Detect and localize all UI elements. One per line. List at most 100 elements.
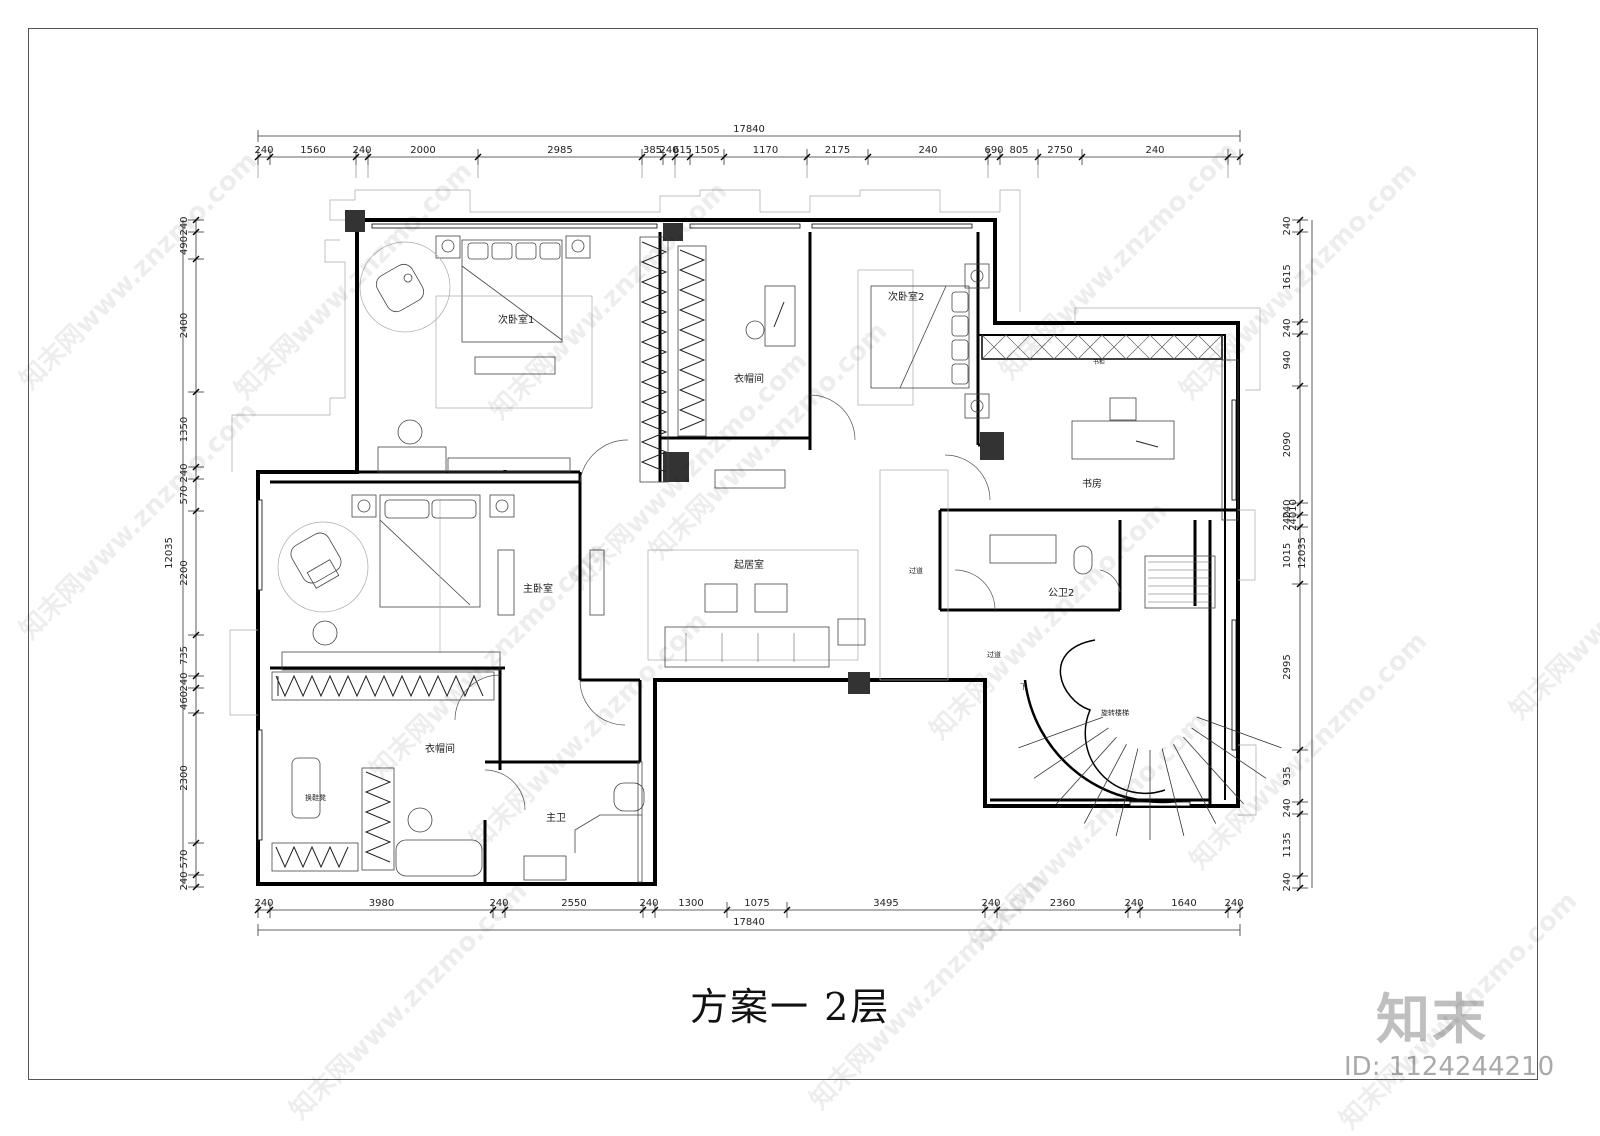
bottom-dim-slash	[501, 906, 509, 914]
room-label-study-shelf: 书柜	[1093, 358, 1105, 366]
wardrobe	[271, 671, 495, 701]
rug-round	[359, 241, 451, 333]
room-label-bedroom2-1: 次卧室1	[498, 313, 534, 326]
toilet	[613, 782, 645, 812]
right-dim-slash	[1296, 798, 1304, 806]
structural-column	[980, 432, 1004, 460]
bottom-dim-label: 2550	[561, 898, 586, 909]
right-dim-label: 2995	[1282, 654, 1293, 679]
stool	[397, 419, 423, 445]
left-dim-slash	[192, 463, 200, 471]
bookshelf-hatch	[1101, 334, 1127, 360]
bed	[461, 239, 563, 343]
chair	[1109, 397, 1137, 421]
top-dim-label: 240	[918, 145, 937, 156]
rug	[435, 295, 593, 409]
facade-outline	[1238, 509, 1256, 581]
desk-lamp	[1135, 440, 1159, 448]
rug-round	[277, 521, 369, 613]
left-dim-label: 240	[179, 216, 190, 235]
nightstand	[435, 235, 461, 259]
left-dim-slash	[192, 475, 200, 483]
wardrobe	[639, 236, 669, 483]
top-dim-label: 2985	[547, 145, 572, 156]
bath-wall-cabinet	[637, 761, 643, 883]
bottom-dim-label: 240	[981, 898, 1000, 909]
room-label-shoe-bench: 换鞋凳	[305, 793, 326, 802]
left-dim-slash	[192, 672, 200, 680]
facade-outline	[329, 189, 1021, 312]
bottom-dim-slash	[254, 906, 262, 914]
structural-column	[663, 223, 683, 241]
door-swing	[484, 769, 526, 811]
left-dim-slash	[192, 883, 200, 891]
toilet	[1073, 545, 1093, 575]
floor-plan-body	[229, 189, 1282, 886]
ottoman	[306, 559, 340, 589]
drawing-frame	[28, 28, 1538, 1080]
armchair	[375, 263, 425, 313]
bench	[474, 356, 556, 375]
facade-outline	[1238, 744, 1257, 816]
right-dim-label: 240	[1282, 318, 1293, 337]
spiral-tread	[1196, 716, 1282, 749]
island-lamp	[773, 301, 785, 328]
structural-column	[663, 452, 689, 482]
bed	[870, 285, 970, 389]
stool	[745, 320, 765, 340]
bookshelf-hatch	[1053, 334, 1079, 360]
bed-cover	[461, 265, 563, 341]
top-dim-slash	[1236, 153, 1244, 161]
right-dim-label: 240	[1282, 216, 1293, 235]
left-dim-label: 735	[179, 646, 190, 665]
bottom-dim-label: 3980	[369, 898, 394, 909]
top-dim-slash	[671, 153, 679, 161]
spiral-tread	[1161, 748, 1185, 836]
top-dim-label: 1560	[300, 145, 325, 156]
right-dim-slash	[1296, 318, 1304, 326]
room-label-living-room: 起居室	[734, 558, 764, 571]
hangers	[678, 249, 706, 431]
pillow	[951, 339, 969, 361]
coffee-table	[704, 583, 738, 613]
room-label-master-bath: 主卫	[546, 812, 566, 824]
right-dim-label: 2090	[1282, 432, 1293, 457]
vanity	[523, 855, 567, 881]
living-rug	[647, 549, 859, 661]
left-dim-label: 460	[179, 691, 190, 710]
vanity	[989, 534, 1057, 564]
top-dim-label: 2175	[825, 145, 850, 156]
bottom-dim-slash	[639, 906, 647, 914]
bookshelf-hatch	[1197, 334, 1223, 360]
room-label-bedroom2-2: 次卧室2	[888, 290, 924, 303]
top-dim-label: 2000	[410, 145, 435, 156]
top-dim-slash	[1078, 153, 1086, 161]
bookshelf-hatch	[1077, 334, 1103, 360]
right-dim-slash	[1296, 216, 1304, 224]
bookshelf-hatch	[981, 334, 1007, 360]
top-dim-slash	[364, 153, 372, 161]
room-label-cloakroom-bottom: 衣帽间	[425, 742, 455, 755]
left-dim-label: 570	[179, 849, 190, 868]
top-dim-slash	[266, 153, 274, 161]
island	[764, 285, 796, 347]
shower-screen	[574, 814, 642, 853]
study-desk	[1071, 420, 1175, 460]
bookshelf-hatch	[1005, 334, 1031, 360]
right-dim-label: 1135	[1282, 832, 1293, 857]
brand-logo: 知末	[1376, 988, 1488, 1051]
top-dim-slash	[638, 153, 646, 161]
top-dim-slash	[996, 153, 1004, 161]
exterior-wall	[256, 218, 1240, 886]
bottom-dim-slash	[1136, 906, 1144, 914]
left-dim-label: 490	[179, 236, 190, 255]
bookshelf-hatch	[1125, 334, 1151, 360]
right-dim-slash	[1296, 580, 1304, 588]
side-table	[403, 273, 413, 283]
right-dim-label: 240	[1282, 798, 1293, 817]
right-dim-label: 940	[1282, 350, 1293, 369]
bookshelf-hatch	[1029, 334, 1055, 360]
right-dim-slash	[1296, 511, 1304, 519]
room-label-study: 书房	[1082, 477, 1102, 490]
